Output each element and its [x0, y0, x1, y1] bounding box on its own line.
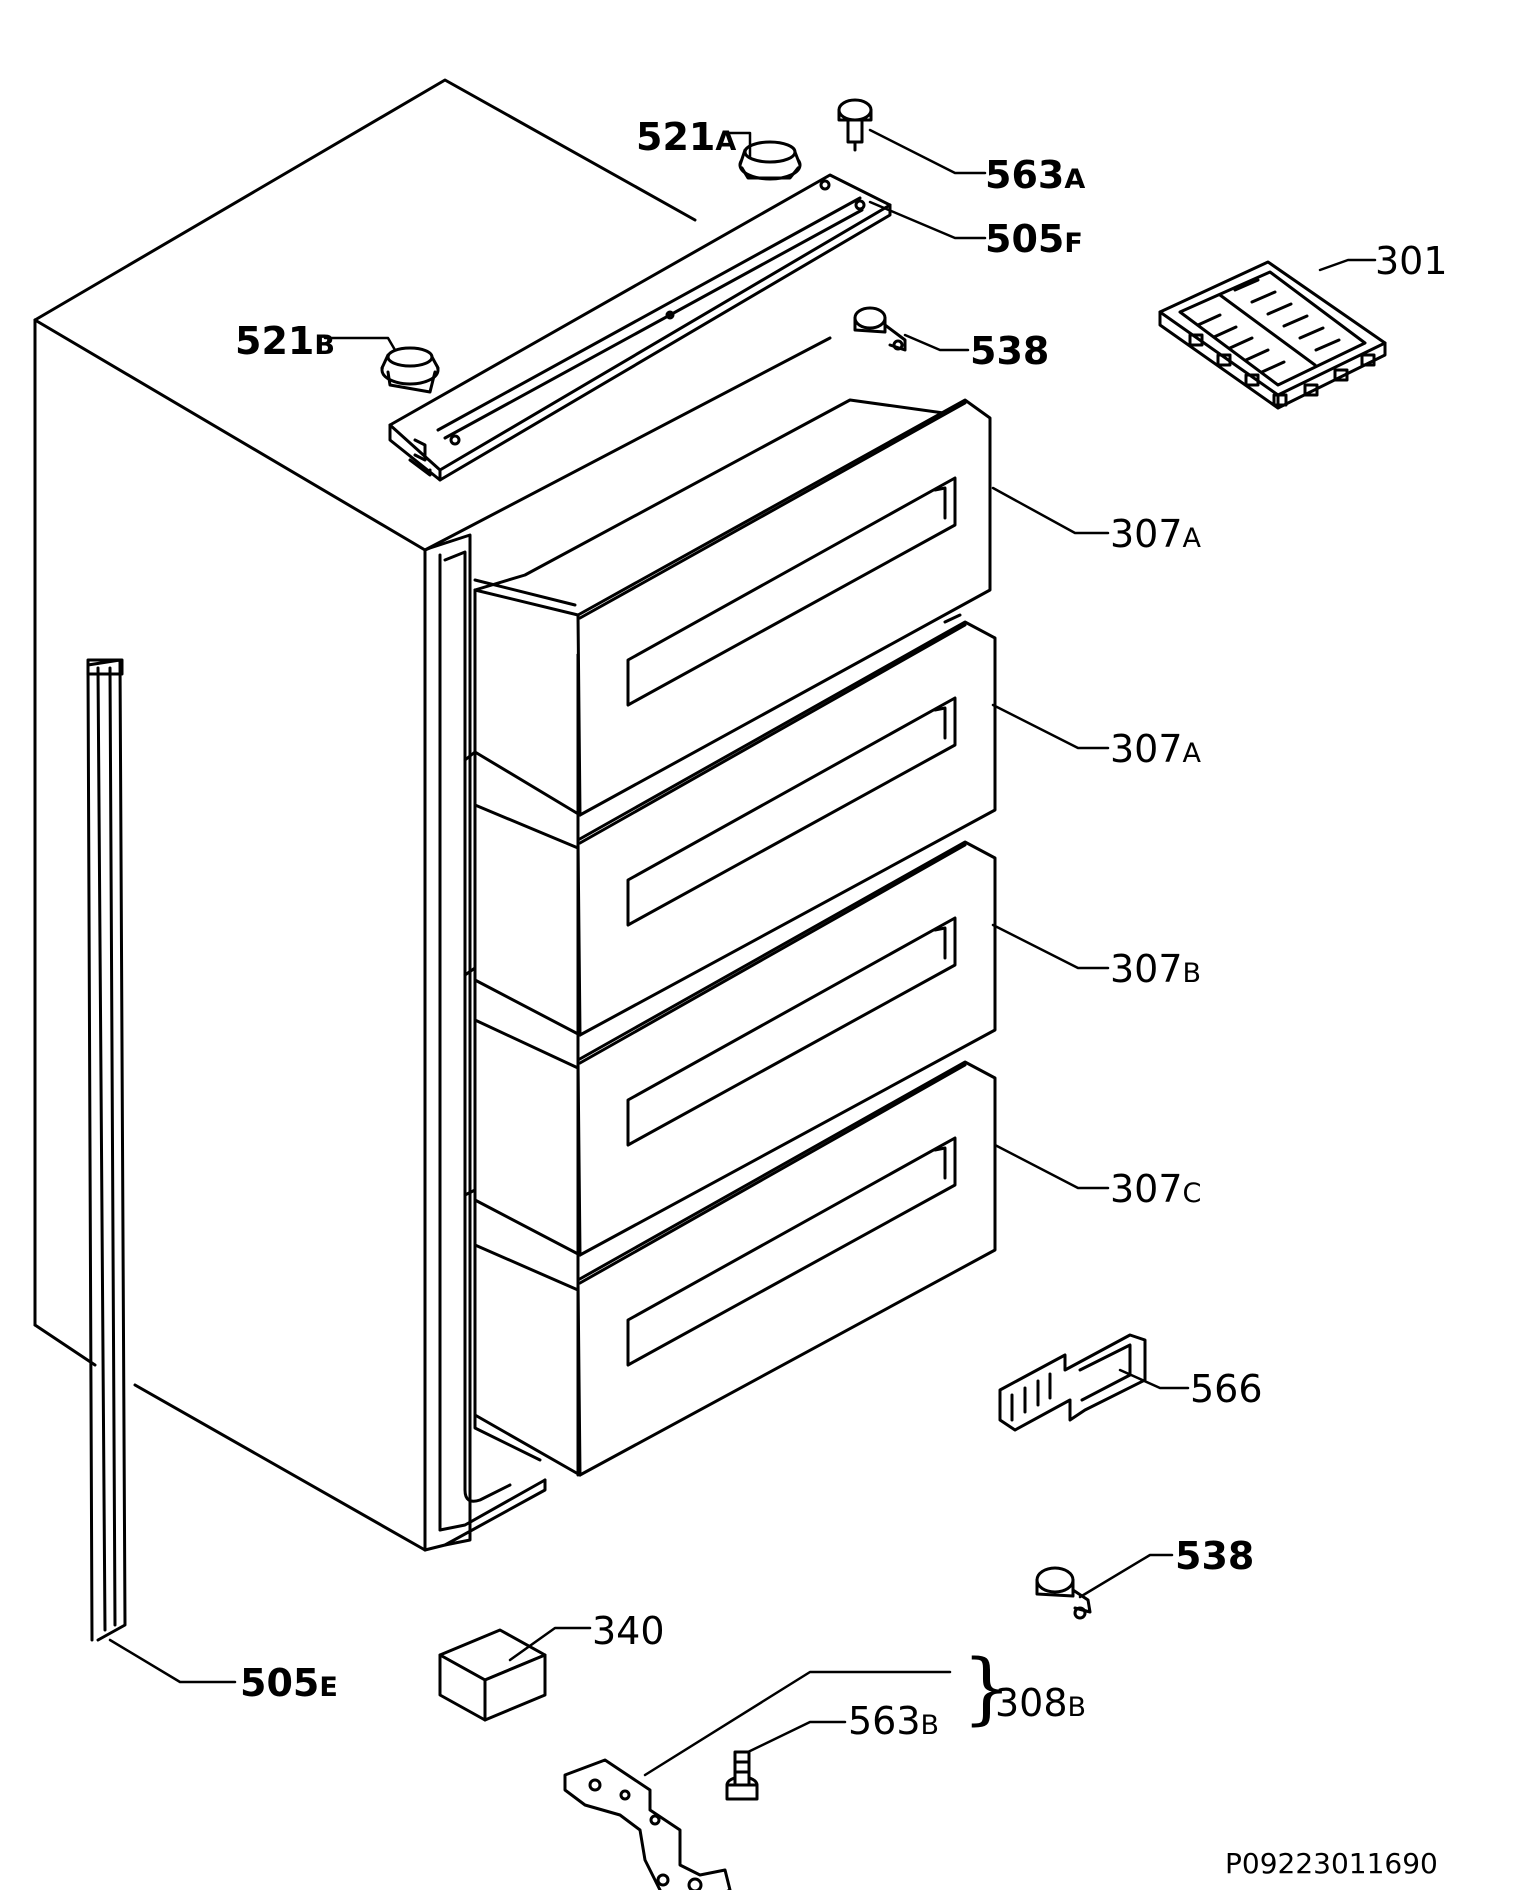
label-307A-top-number: 307: [1110, 512, 1183, 556]
label-340-number: 340: [592, 1609, 665, 1653]
ice-scraper-566: [998, 1333, 1147, 1432]
clip-521A: [738, 140, 802, 181]
label-307B-number: 307: [1110, 947, 1183, 991]
label-307B-suffix: B: [1182, 958, 1202, 989]
label-563B-suffix: B: [920, 1710, 940, 1741]
box-340: [438, 1628, 547, 1722]
label-505E[interactable]: 505E: [240, 1664, 338, 1702]
label-340[interactable]: 340: [592, 1612, 665, 1650]
label-308B-number: 308: [995, 1681, 1068, 1725]
top-rail-505F: [388, 173, 892, 482]
label-566-number: 566: [1190, 1367, 1263, 1411]
label-538-bottom[interactable]: 538: [1175, 1537, 1254, 1575]
hinge-308B: [563, 1758, 732, 1890]
drawer-307A-top: [473, 398, 992, 817]
label-521B[interactable]: 521B: [235, 322, 335, 360]
label-563B-number: 563: [848, 1699, 921, 1743]
label-307A-middle-number: 307: [1110, 727, 1183, 771]
label-538-bottom-number: 538: [1175, 1534, 1255, 1578]
label-307A-top[interactable]: 307A: [1110, 515, 1201, 553]
label-566[interactable]: 566: [1190, 1370, 1263, 1408]
label-563A-number: 563: [985, 153, 1065, 197]
label-521A-suffix: A: [715, 126, 737, 157]
label-307B[interactable]: 307B: [1110, 950, 1201, 988]
label-521B-suffix: B: [314, 330, 335, 361]
leader-lines: [108, 128, 1377, 1777]
label-521A[interactable]: 521A: [636, 118, 736, 156]
freezer-cabinet: [33, 78, 832, 1552]
label-307A-middle[interactable]: 307A: [1110, 730, 1201, 768]
drawer-307B: [463, 840, 997, 1257]
label-538-top[interactable]: 538: [970, 332, 1049, 370]
label-521B-number: 521: [235, 319, 315, 363]
group-brace: }: [962, 1644, 1012, 1734]
hinge-pin-538-top: [853, 306, 907, 352]
label-505F[interactable]: 505F: [985, 220, 1083, 258]
label-307C-number: 307: [1110, 1167, 1183, 1211]
drawer-307C: [463, 1060, 997, 1477]
label-521A-number: 521: [636, 115, 716, 159]
label-563A[interactable]: 563A: [985, 156, 1085, 194]
label-505E-number: 505: [240, 1661, 320, 1705]
ice-tray-301: [1158, 260, 1387, 410]
label-505E-suffix: E: [319, 1672, 338, 1703]
hinge-pin-538-bottom: [1035, 1566, 1092, 1620]
label-563A-suffix: A: [1064, 164, 1086, 195]
drawing-code: P09223011690: [1225, 1847, 1438, 1880]
label-308B[interactable]: 308B: [995, 1684, 1086, 1722]
label-563B[interactable]: 563B: [848, 1702, 939, 1740]
label-308B-suffix: B: [1067, 1692, 1087, 1723]
label-301[interactable]: 301: [1375, 242, 1448, 280]
label-505F-number: 505: [985, 217, 1065, 261]
clip-521B: [380, 346, 440, 394]
screw-563A: [837, 98, 873, 152]
label-307C[interactable]: 307C: [1110, 1170, 1201, 1208]
label-505F-suffix: F: [1064, 228, 1083, 259]
label-307A-top-suffix: A: [1182, 523, 1202, 554]
label-307C-suffix: C: [1182, 1178, 1202, 1209]
screw-563B: [725, 1750, 759, 1801]
label-307A-middle-suffix: A: [1182, 738, 1202, 769]
label-301-number: 301: [1375, 239, 1448, 283]
label-538-top-number: 538: [970, 329, 1050, 373]
door-seal-505E: [86, 658, 127, 1642]
